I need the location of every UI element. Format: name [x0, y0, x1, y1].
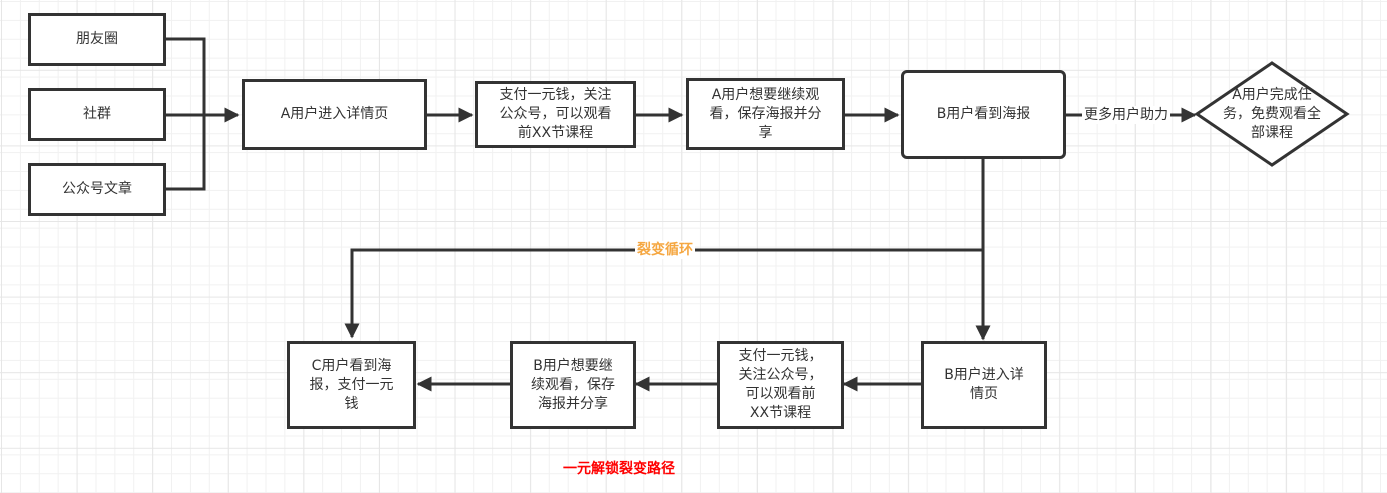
- node-a-pay[interactable]: 支付一元钱，关注 公众号，可以观看 前XX节课程: [475, 81, 636, 148]
- source-node-article[interactable]: 公众号文章: [28, 163, 166, 216]
- node-a-enter-detail[interactable]: A用户进入详情页: [242, 79, 427, 150]
- diagram-caption: 一元解锁裂变路径: [563, 461, 675, 477]
- node-b-enter-detail[interactable]: B用户进入详 情页: [921, 341, 1047, 429]
- edge-moments-to-a-enter: [166, 37, 206, 115]
- edge-label-fission-loop: 裂变循环: [635, 241, 695, 259]
- edge-fission-loop: [344, 248, 983, 339]
- node-b-share[interactable]: B用户想要继 续观看，保存 海报并分享: [510, 341, 636, 429]
- decision-diamond[interactable]: [1194, 61, 1350, 167]
- node-c-see-pay[interactable]: C用户看到海 报，支付一元 钱: [287, 341, 416, 429]
- edge-label-more-help: 更多用户助力: [1082, 106, 1170, 124]
- node-b-see-poster[interactable]: B用户看到海报: [901, 70, 1066, 159]
- decision-label: A用户完成任 务，免费观看全 部课程: [1223, 87, 1321, 141]
- edge-article-to-a-enter: [166, 115, 206, 191]
- node-b-pay[interactable]: 支付一元钱， 关注公众号， 可以观看前 XX节课程: [717, 341, 844, 429]
- source-node-community[interactable]: 社群: [28, 88, 166, 141]
- node-a-share[interactable]: A用户想要继续观 看，保存海报并分 享: [686, 78, 845, 150]
- source-node-moments[interactable]: 朋友圈: [28, 13, 166, 66]
